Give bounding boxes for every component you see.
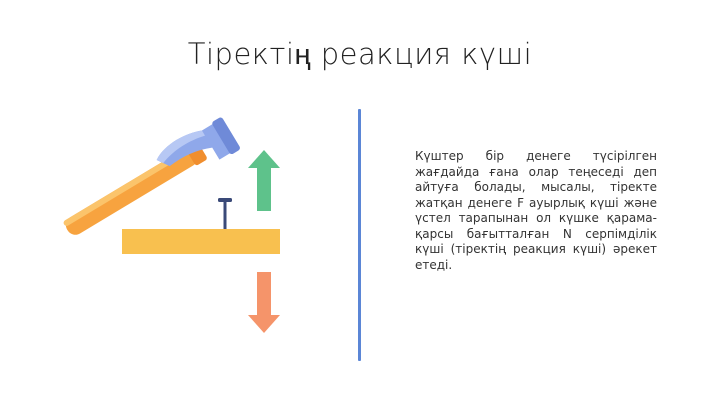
board-icon (122, 229, 280, 254)
nail-icon (218, 198, 232, 229)
body-paragraph: Күштер бір денеге түсірілген жағдайда ға… (415, 149, 657, 272)
vertical-divider (358, 109, 361, 361)
hammer-icon (63, 117, 240, 235)
arrow-down-icon (248, 272, 280, 333)
hammer-nail-illustration (63, 117, 280, 333)
arrow-up-icon (248, 150, 280, 211)
slide-title: Тіректің реакция күші (187, 37, 533, 71)
